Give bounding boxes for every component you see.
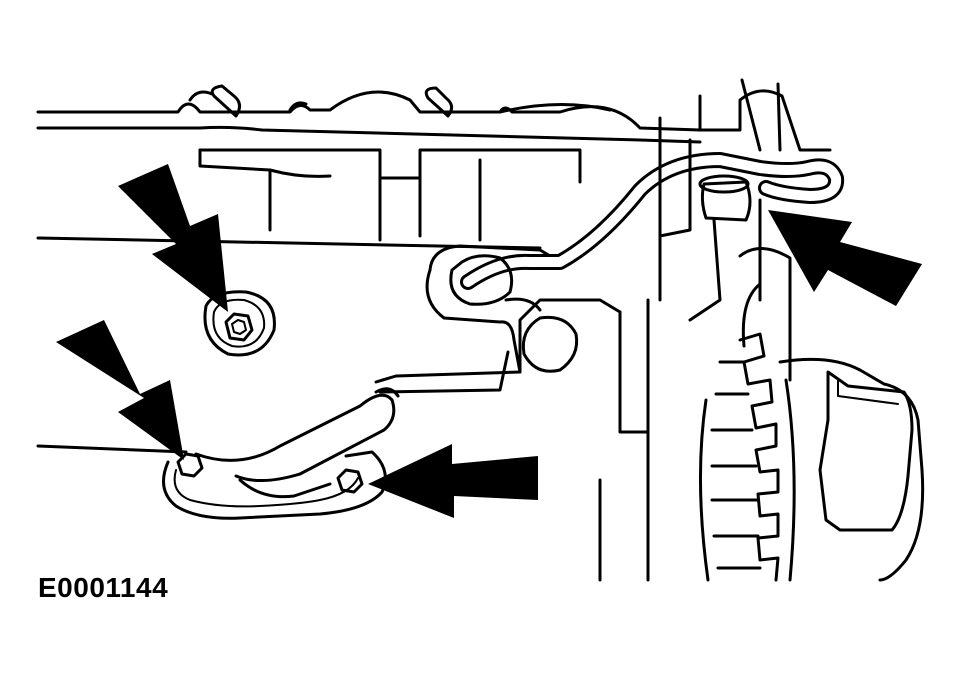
dowel-pin-right — [424, 86, 453, 118]
arrow-hose-connector-icon — [768, 210, 922, 306]
arrow-upper-bolt-icon — [118, 164, 228, 312]
block-panels — [198, 148, 582, 242]
hose — [460, 152, 845, 290]
hose-upper-connector — [698, 174, 752, 222]
figure-id-label: E0001144 — [38, 572, 169, 603]
oil-pickup-tube — [194, 387, 400, 483]
right-housing — [598, 78, 832, 582]
arrow-left-flange-bolt-icon — [56, 320, 184, 460]
cylinder-head-outline — [36, 90, 702, 144]
crank-pulley — [778, 357, 925, 582]
upper-bolt-icon — [224, 312, 254, 342]
arrow-right-flange-bolt-icon — [368, 444, 538, 518]
timing-gear — [698, 247, 792, 582]
flange-bolt-left-icon — [176, 452, 204, 478]
dowel-pin-left — [210, 84, 241, 118]
crankcase-outline — [374, 244, 622, 394]
pickup-flange — [162, 450, 387, 520]
upper-bolt-boss — [203, 290, 276, 357]
flange-bolt-right-icon — [336, 468, 364, 494]
hose-lower-fitting — [449, 254, 514, 306]
